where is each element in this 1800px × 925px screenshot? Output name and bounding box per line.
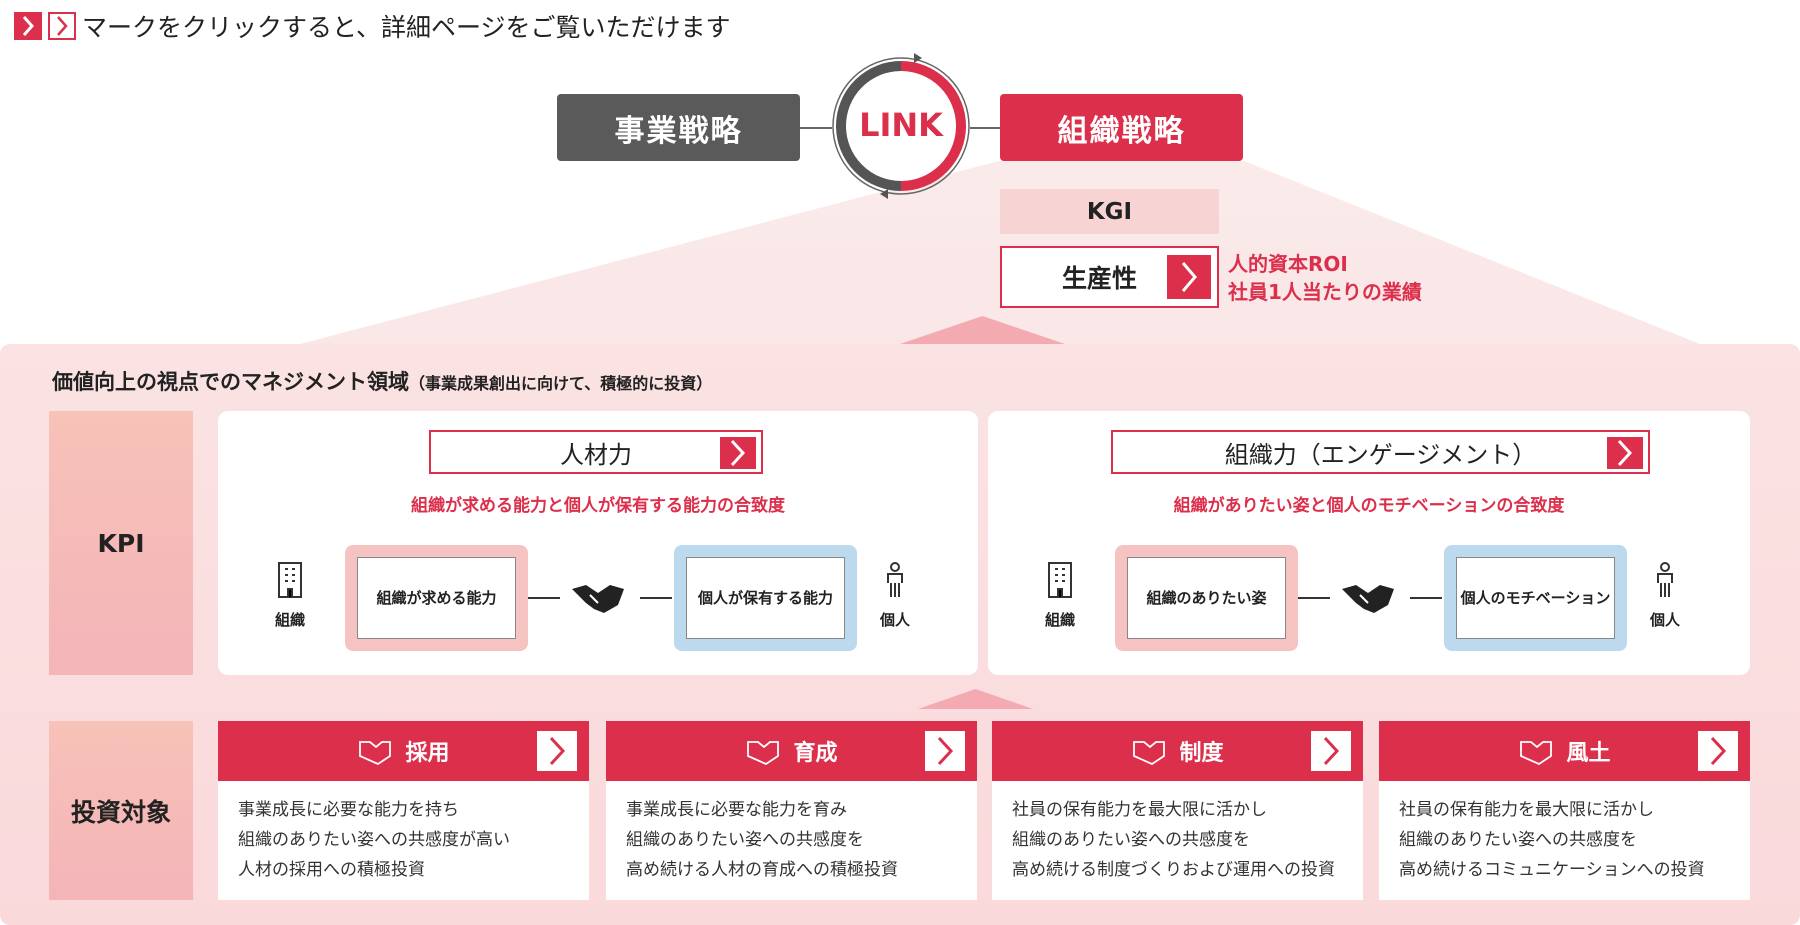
arrow-right [1298,597,1330,599]
invest-card-description: 事業成長に必要な能力を持ち組織のありたい姿への共感度が高い人材の採用への積極投資 [218,781,589,899]
training-icon [747,741,780,766]
chevron-right-icon[interactable] [1607,437,1643,469]
chevron-right-icon[interactable] [1311,731,1351,771]
organization-icon-group: 組織 [1035,561,1085,630]
panel-subtitle: （事業成果創出に向けて、積極的に投資） [409,374,713,393]
right-capability-box: 個人が保有する能力 [674,545,857,651]
person-icon [1657,562,1673,597]
invest-card-description: 社員の保有能力を最大限に活かし組織のありたい姿への共感度を高め続ける制度づくりお… [992,781,1363,899]
invest-card-header[interactable]: 育成 [606,721,977,781]
org-strategy-box: 組織戦略 [1000,94,1243,161]
description-line: 高め続ける制度づくりおよび運用への投資 [1012,860,1335,880]
kpi-subtitle: 組織が求める能力と個人が保有する能力の合致度 [411,496,785,516]
invest-card-title: 風土 [1566,741,1611,766]
description-line: 高め続ける人材の育成への積極投資 [626,860,898,880]
productivity-button[interactable]: 生産性 [1000,246,1219,308]
productivity-label: 生産性 [1062,264,1138,293]
chevron-right-icon[interactable] [537,731,577,771]
invest-card-header[interactable]: 風土 [1379,721,1750,781]
description-line: 高め続けるコミュニケーションへの投資 [1399,860,1705,880]
instruction-text: マークをクリックすると、詳細ページをご覧いただけます [82,13,731,42]
talent-button[interactable]: 人材力 [429,430,763,474]
description-line: 事業成長に必要な能力を持ち [238,800,459,820]
roi-line: 人的資本ROI [1228,252,1348,276]
link-label: LINK [859,106,943,144]
roi-line: 社員1人当たりの業績 [1228,280,1422,304]
business-strategy-box: 事業戦略 [557,94,800,161]
chevron-right-icon[interactable] [1698,731,1738,771]
invest-card-title: 制度 [1179,741,1224,766]
left-capability-box: 組織が求める能力 [345,545,528,651]
invest-card-3: 制度 社員の保有能力を最大限に活かし組織のありたい姿への共感度を高め続ける制度づ… [992,721,1363,900]
document-icon [1133,741,1166,766]
chevron-outline-icon [48,12,76,40]
arrow-left [640,597,672,599]
arrow-left [1410,597,1442,599]
invest-card-4: 風土 社員の保有能力を最大限に活かし組織のありたい姿への共感度を高め続けるコミュ… [1379,721,1750,900]
instruction-header: マークをクリックすると、詳細ページをご覧いただけます [14,8,731,44]
individual-icon-group: 個人 [1640,561,1690,630]
chevron-right-icon[interactable] [925,731,965,771]
kpi-card-talent: 人材力 組織が求める能力と個人が保有する能力の合致度 組織 組織が求める能力 個… [218,411,978,675]
kpi-label: KPI [49,411,193,675]
invest-card-title: 育成 [793,741,838,766]
link-cycle-icon [832,53,970,199]
connector-line [800,127,832,129]
team-icon [1520,741,1553,766]
handshake-icon [572,585,624,613]
kpi-card-engagement: 組織力（エンゲージメント） 組織がありたい姿と個人のモチベーションの合致度 組織… [988,411,1750,675]
person-icon [887,562,903,597]
invest-card-1: 採用 事業成長に必要な能力を持ち組織のありたい姿への共感度が高い人材の採用への積… [218,721,589,900]
organization-icon-group: 組織 [265,561,315,630]
invest-card-title: 採用 [405,741,450,766]
right-capability-box: 個人のモチベーション [1444,545,1627,651]
description-line: 社員の保有能力を最大限に活かし [1399,800,1654,820]
building-icon [1048,562,1072,598]
description-line: 社員の保有能力を最大限に活かし [1012,800,1267,820]
invest-label: 投資対象 [49,721,193,900]
chevron-filled-icon [14,12,42,40]
individual-icon-group: 個人 [870,561,920,630]
handshake-icon [359,741,392,766]
building-icon [278,562,302,598]
invest-card-description: 事業成長に必要な能力を育み組織のありたい姿への共感度を高め続ける人材の育成への積… [606,781,977,899]
description-line: 事業成長に必要な能力を育み [626,800,847,820]
panel-title: 価値向上の視点でのマネジメント領域（事業成果創出に向けて、積極的に投資） [52,370,713,394]
invest-card-header[interactable]: 採用 [218,721,589,781]
invest-card-2: 育成 事業成長に必要な能力を育み組織のありたい姿への共感度を高め続ける人材の育成… [606,721,977,900]
kgi-label: KGI [1000,189,1219,234]
chevron-right-icon[interactable] [1167,255,1211,299]
arrow-right [528,597,560,599]
invest-card-header[interactable]: 制度 [992,721,1363,781]
description-line: 人材の採用への積極投資 [238,860,425,880]
description-line: 組織のありたい姿への共感度が高い [238,830,510,850]
description-line: 組織のありたい姿への共感度を [1399,830,1637,850]
connector-line [970,127,1000,129]
left-capability-box: 組織のありたい姿 [1115,545,1298,651]
invest-card-description: 社員の保有能力を最大限に活かし組織のありたい姿への共感度を高め続けるコミュニケー… [1379,781,1750,899]
handshake-icon [1342,585,1394,613]
description-line: 組織のありたい姿への共感度を [1012,830,1250,850]
chevron-right-icon[interactable] [720,437,756,469]
engagement-button[interactable]: 組織力（エンゲージメント） [1111,430,1650,474]
description-line: 組織のありたい姿への共感度を [626,830,864,850]
roi-note: 人的資本ROI 社員1人当たりの業績 [1228,250,1422,306]
kpi-subtitle: 組織がありたい姿と個人のモチベーションの合致度 [1173,496,1565,516]
